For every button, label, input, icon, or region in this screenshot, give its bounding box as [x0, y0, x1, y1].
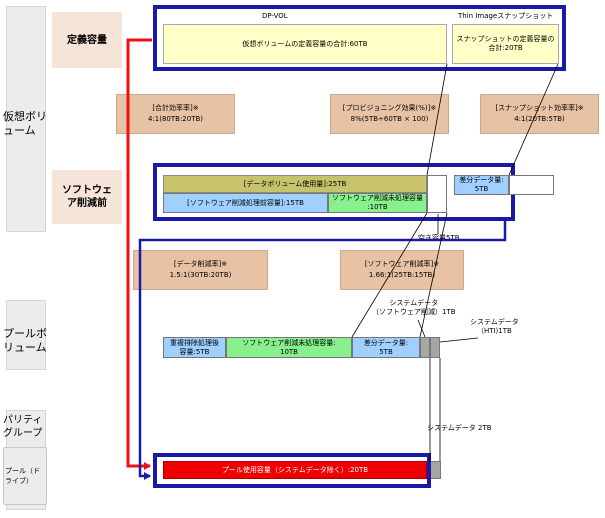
thin-image-header: Thin Imageスナップショット: [458, 12, 554, 20]
diff-data-bar: 差分データ量: 5TB: [454, 175, 509, 195]
total-efficiency-box: [合計効率率]※ 4:1(80TB:20TB): [116, 94, 235, 134]
data-volume-usage-label: [データボリューム使用量]:25TB: [243, 179, 347, 188]
diff-data-empty-cell: [509, 175, 554, 195]
snapshot-defined-total: スナップショットの定義容量の合計:20TB: [452, 24, 559, 64]
dedup-after-label-line1: 重複排除処理後: [170, 338, 219, 347]
provisioning-effect-box: [プロビジョニング効果(%)]※ 8%(5TB÷60TB × 100): [330, 94, 449, 134]
unprocessed-label-line2: :10TB: [367, 203, 388, 211]
sysdata-2tb-label: システムデータ 2TB: [427, 424, 492, 432]
pool-usage-bar: プール使用容量（システムデータ除く）:20TB: [163, 461, 427, 479]
snapshot-efficiency-box: [スナップショット効率率]※ 4:1(20TB:5TB): [480, 94, 599, 134]
sidebar-parity-group-label: パリティグループ: [3, 415, 43, 439]
dp-vol-header: DP-VOL: [262, 12, 288, 20]
snapshot-efficiency-title: [スナップショット効率率]※: [495, 104, 584, 112]
sysdata-hti-label: システムデータ （HTI)1TB: [470, 318, 519, 336]
sysdata-hti-cell: [430, 337, 440, 358]
sysdata-hti-label-line2: （HTI)1TB: [476, 327, 512, 335]
sysdata-sw-label-line2: （ソフトウェア削減）1TB: [372, 308, 456, 316]
total-efficiency-title: [合計効率率]※: [152, 104, 199, 112]
pool-usage-frame: [153, 453, 431, 488]
pool-unprocessed-label-line2: 10TB: [280, 347, 298, 356]
sidebar-virtual-volume-label: 仮想ボリューム: [3, 110, 47, 137]
sidebar-pool-drive-label: プール（ドライブ）: [5, 467, 40, 485]
free-capacity-cell: [427, 175, 447, 213]
sidebar-pool-volume-box: [6, 300, 46, 370]
sidebar-pool-drive-box: [3, 447, 47, 505]
pool-usage-label: プール使用容量（システムデータ除く）:20TB: [221, 465, 369, 474]
software-reduction-box: [ソフトウェア削減率]※ 1.66:1(25TB:15TB): [340, 250, 464, 290]
connector-sysdata-sw: [417, 319, 426, 338]
snapshot-efficiency-value: 4:1(20TB:5TB): [514, 115, 565, 123]
dedup-after-label-line2: 容量:5TB: [179, 347, 210, 356]
sysdata-sw-label: システムデータ （ソフトウェア削減）1TB: [372, 299, 456, 317]
diff-data-label-line1: 差分データ量:: [459, 176, 504, 184]
data-reduction-box: [データ削減率]※ 1.5:1(30TB:20TB): [133, 250, 268, 290]
pool-diff-data-label-line1: 差分データ量:: [363, 338, 409, 347]
connector-sysdata-hti: [439, 337, 479, 343]
dedup-after-bar: 重複排除処理後 容量:5TB: [163, 337, 226, 358]
unprocessed-bar: ソフトウェア削減未処理容量 :10TB: [328, 193, 427, 213]
pool-unprocessed-bar: ソフトウェア削減未処理容量: 10TB: [226, 337, 352, 358]
category-defined-capacity: 定義容量: [52, 12, 122, 68]
sidebar-pool-volume-label: プールボリューム: [3, 327, 47, 354]
pool-diff-data-bar: 差分データ量: 5TB: [352, 337, 420, 358]
software-reduction-value: 1.66:1(25TB:15TB): [368, 271, 436, 279]
provisioning-effect-title: [プロビジョニング効果(%)]※: [342, 104, 437, 112]
pool-unprocessed-label-line1: ソフトウェア削減未処理容量:: [242, 338, 336, 347]
total-efficiency-value: 4:1(80TB:20TB): [147, 115, 204, 123]
diff-data-label-line2: 5TB: [474, 185, 489, 193]
virtual-volume-defined-total-label: 仮想ボリュームの定義容量の合計:60TB: [242, 39, 368, 48]
data-volume-usage-bar: [データボリューム使用量]:25TB: [163, 175, 427, 193]
software-reduction-title: [ソフトウェア削減率]※: [364, 260, 440, 268]
before-processing-label: [ソフトウェア削減処理前容量]:15TB: [187, 198, 304, 207]
free-capacity-label: 空き容量5TB: [418, 234, 460, 242]
defined-capacity-frame: [153, 5, 566, 71]
sysdata-sw-cell: [420, 337, 430, 358]
before-processing-bar: [ソフトウェア削減処理前容量]:15TB: [163, 193, 328, 213]
sysdata-sw-label-line1: システムデータ: [389, 299, 439, 307]
data-reduction-value: 1.5:1(30TB:20TB): [169, 271, 232, 279]
category-before-software-reduction-label: ソフトウェア削減前: [62, 185, 112, 209]
sysdata-hti-label-line1: システムデータ: [470, 318, 519, 326]
data-reduction-title: [データ削減率]※: [173, 260, 228, 268]
snapshot-defined-total-label: スナップショットの定義容量の合計:20TB: [456, 35, 555, 52]
pool-diff-data-label-line2: 5TB: [379, 347, 393, 356]
virtual-volume-defined-total: 仮想ボリュームの定義容量の合計:60TB: [163, 24, 447, 64]
unprocessed-label-line1: ソフトウェア削減未処理容量: [332, 194, 423, 202]
sidebar-virtual-volume-box: [6, 6, 46, 232]
category-before-software-reduction: ソフトウェア削減前: [52, 170, 122, 224]
provisioning-effect-value: 8%(5TB÷60TB × 100): [350, 115, 429, 123]
